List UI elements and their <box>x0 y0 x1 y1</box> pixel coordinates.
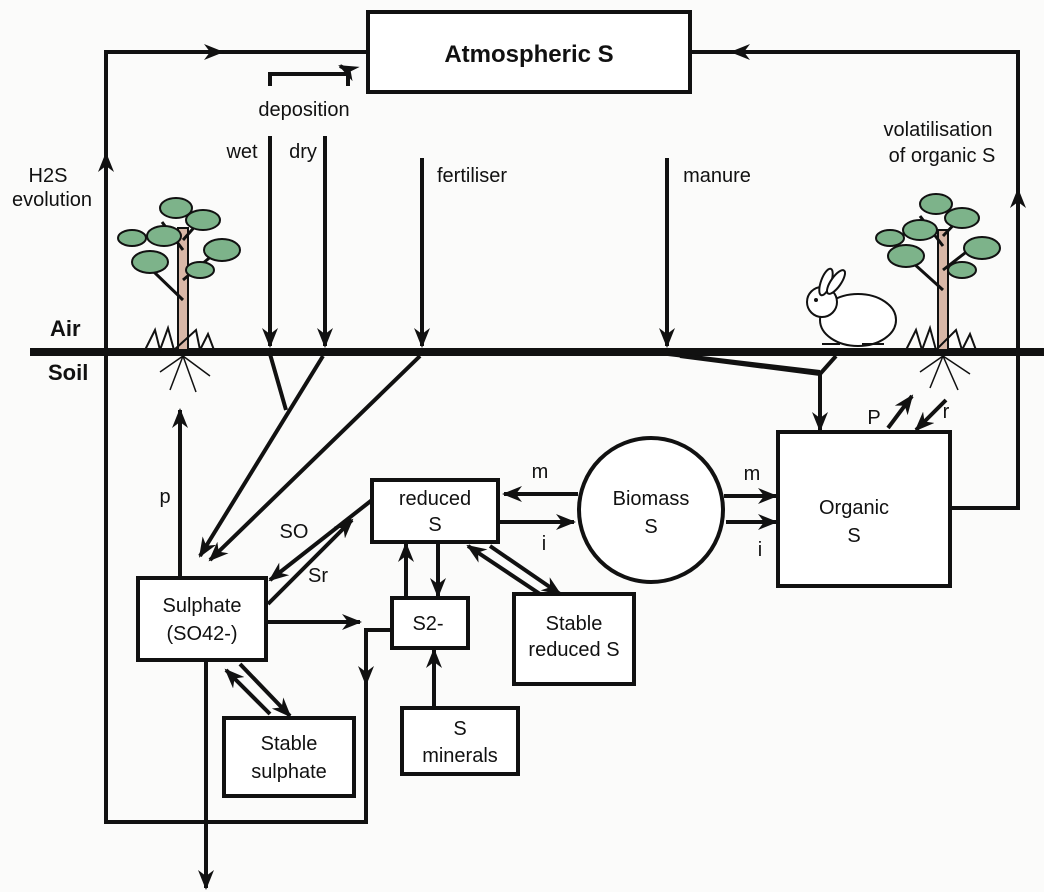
volatilisation-label: volatilisation <box>884 119 993 141</box>
i-left-label: i <box>542 533 546 555</box>
deposition-arrow <box>340 66 348 70</box>
organic-s-label: Organic <box>819 497 889 519</box>
sulphide-label: S2- <box>412 613 443 635</box>
stable-reduced-label: Stable <box>546 613 603 635</box>
biomass-s-label: Biomass <box>613 488 690 510</box>
biomass-s-circle <box>579 438 723 582</box>
stable-to-sulphate-arrow <box>226 670 270 714</box>
sulphate-formula: (SO42-) <box>166 623 237 645</box>
organic-p-label: P <box>867 407 880 429</box>
deposition-label: deposition <box>258 99 349 121</box>
i-right-label: i <box>758 539 762 561</box>
h2s-evolution-label: evolution <box>12 189 92 211</box>
dry-label: dry <box>289 141 317 163</box>
right-tree <box>876 194 1000 390</box>
rabbit <box>807 267 896 346</box>
h2s-evolution-loop <box>106 52 368 822</box>
sr-label: Sr <box>308 565 328 587</box>
stable-sulphate-box <box>224 718 354 796</box>
manure-label: manure <box>683 165 751 187</box>
m-right-label: m <box>744 463 761 485</box>
sulphate-box <box>138 578 266 660</box>
wet-soil-line <box>270 354 286 410</box>
fertiliser-label: fertiliser <box>437 165 507 187</box>
organic-s-label-2: S <box>847 525 860 547</box>
air-label: Air <box>50 316 81 341</box>
wet-label: wet <box>225 141 258 163</box>
stable-reduced-label-2: reduced S <box>528 639 619 661</box>
atmospheric-s-label: Atmospheric S <box>444 41 613 68</box>
left-tree <box>118 198 240 392</box>
soil-to-organic-line <box>820 356 836 374</box>
organic-p-arrow <box>888 396 912 428</box>
so-label: SO <box>280 521 309 543</box>
uptake-p-left-label: p <box>159 486 170 508</box>
deposition-bracket <box>270 74 348 86</box>
reduced-s-label: reduced <box>399 488 471 510</box>
volatilisation-organic-label: of organic S <box>889 145 996 167</box>
reduced-s-label-2: S <box>428 514 441 536</box>
sulphate-label: Sulphate <box>163 595 242 617</box>
soil-label: Soil <box>48 360 88 385</box>
biomass-s-label-2: S <box>644 516 657 538</box>
manure-spread-lines <box>668 354 820 374</box>
stable-sulphate-label-2: sulphate <box>251 761 327 783</box>
organic-r-arrow <box>916 400 946 430</box>
sulphide-side-line <box>366 630 392 680</box>
s-minerals-label: S <box>453 718 466 740</box>
stable-sulphate-label: Stable <box>261 733 318 755</box>
m-left-label: m <box>532 461 549 483</box>
s-minerals-label-2: minerals <box>422 745 498 767</box>
h2s-label: H2S <box>29 165 68 187</box>
organic-r-label: r <box>943 401 950 423</box>
